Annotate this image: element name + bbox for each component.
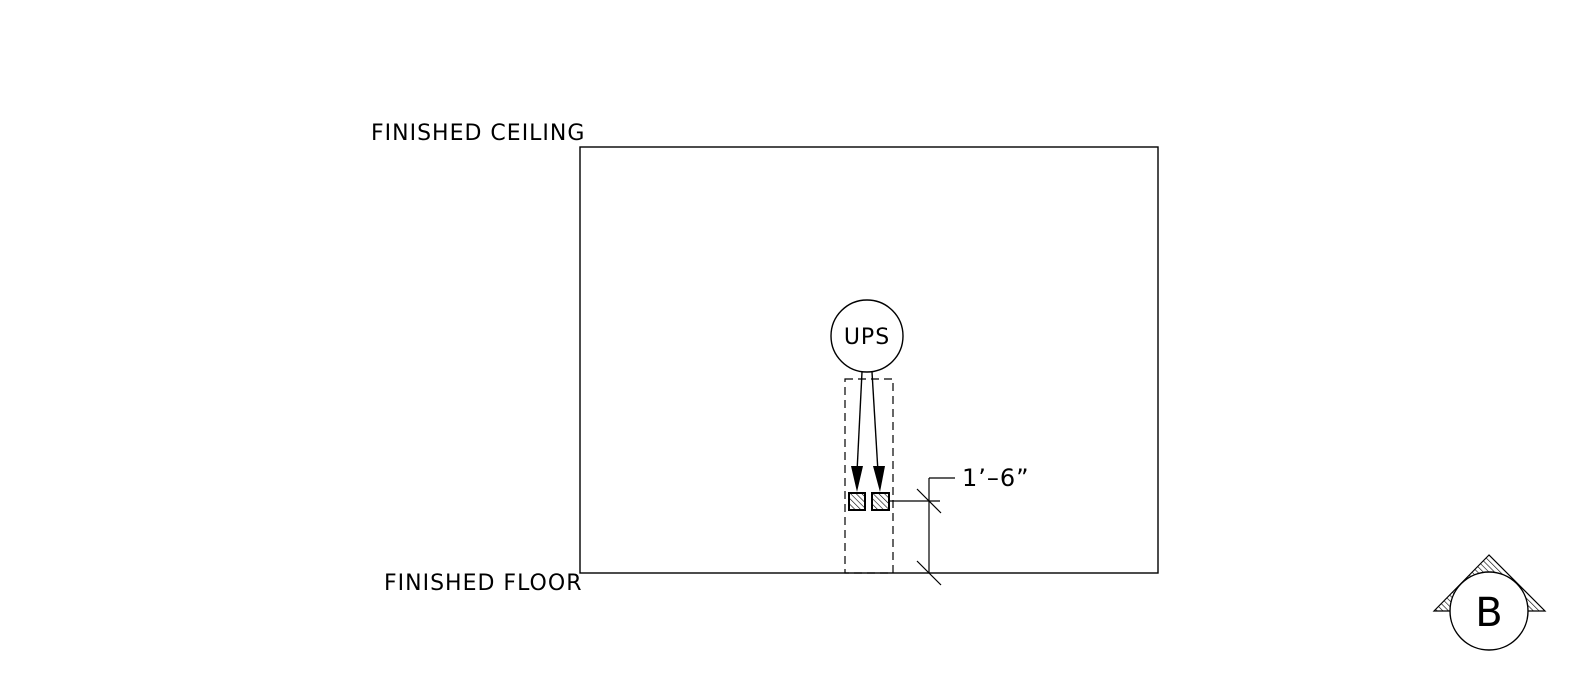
section-marker-letter: B bbox=[1475, 590, 1502, 636]
arrowhead-left bbox=[851, 466, 863, 492]
section-marker: B bbox=[1432, 554, 1547, 651]
height-dimension: 1’–6” bbox=[890, 464, 1030, 586]
arrowhead-right bbox=[873, 466, 885, 492]
equipment-zone-dashed bbox=[844, 378, 894, 574]
dimension-text: 1’–6” bbox=[962, 464, 1030, 492]
section-marker-circle bbox=[1449, 571, 1529, 651]
leader-right bbox=[871, 371, 885, 492]
ups-tag: UPS bbox=[830, 299, 904, 373]
leader-left bbox=[851, 371, 863, 492]
ups-tag-label: UPS bbox=[844, 325, 890, 350]
finished-ceiling-label: FINISHED CEILING bbox=[371, 121, 585, 146]
ups-tag-circle bbox=[830, 299, 904, 373]
receptacle-left bbox=[848, 492, 866, 511]
receptacle-right bbox=[871, 492, 890, 511]
dimension-tick-bottom bbox=[916, 560, 942, 586]
finished-floor-label: FINISHED FLOOR bbox=[384, 571, 582, 596]
dimension-tick-top bbox=[916, 488, 942, 514]
